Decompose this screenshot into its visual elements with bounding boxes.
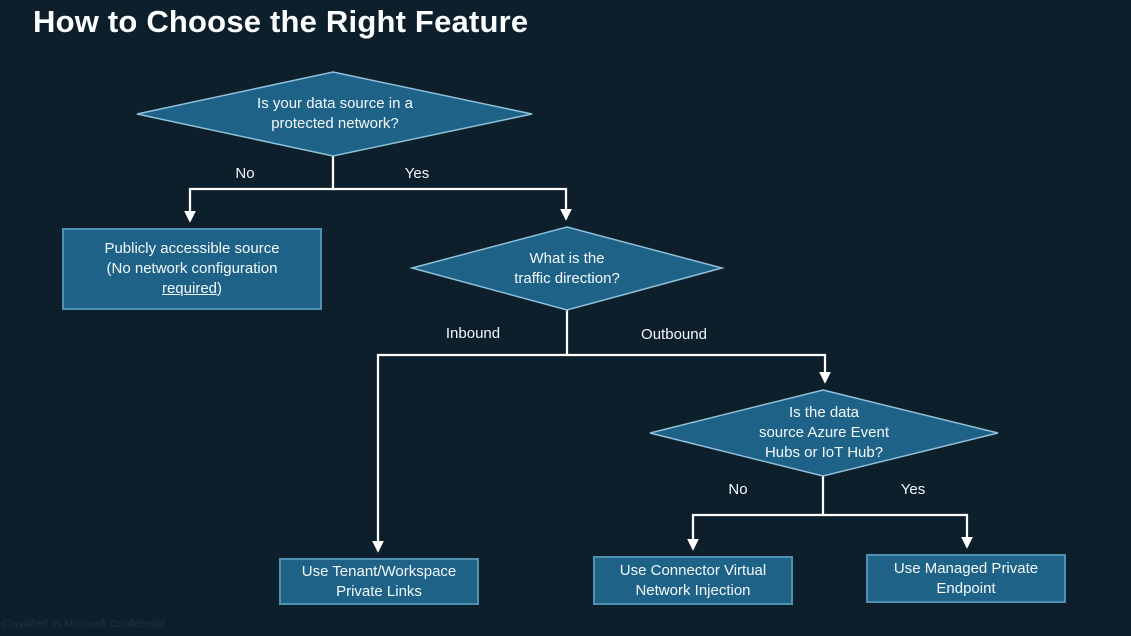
edge-no-to-public-source xyxy=(184,156,335,223)
decision-diamond-traffic-direction xyxy=(409,226,725,311)
underlined-word: required xyxy=(161,280,218,297)
page-title: How to Choose the Right Feature xyxy=(33,4,529,39)
confidentiality-notice: Classified as Microsoft Confidential xyxy=(2,618,166,630)
edge-yes-to-managed-endpoint xyxy=(823,513,973,549)
edge-no-to-vnet-injection xyxy=(687,476,825,551)
edge-inbound-to-private-links xyxy=(372,310,569,553)
edge-label-outbound: Outbound xyxy=(641,326,707,343)
edge-yes-to-traffic-direction xyxy=(333,187,572,221)
edge-outbound-to-event-hubs xyxy=(567,353,831,384)
decision-diamond-event-hubs xyxy=(649,389,999,477)
result-public-source: Publicly accessible source (No network c… xyxy=(62,228,322,310)
result-private-links: Use Tenant/Workspace Private Links xyxy=(279,558,479,605)
edge-label-yes-2: Yes xyxy=(900,481,926,498)
edge-label-yes-1: Yes xyxy=(404,165,430,182)
edge-label-inbound: Inbound xyxy=(445,325,501,342)
result-vnet-injection: Use Connector Virtual Network Injection xyxy=(593,556,793,605)
result-managed-endpoint: Use Managed Private Endpoint xyxy=(866,554,1066,603)
decision-diamond-protected-network xyxy=(136,71,533,157)
edge-label-no-1: No xyxy=(235,165,255,182)
edge-label-no-2: No xyxy=(728,481,748,498)
